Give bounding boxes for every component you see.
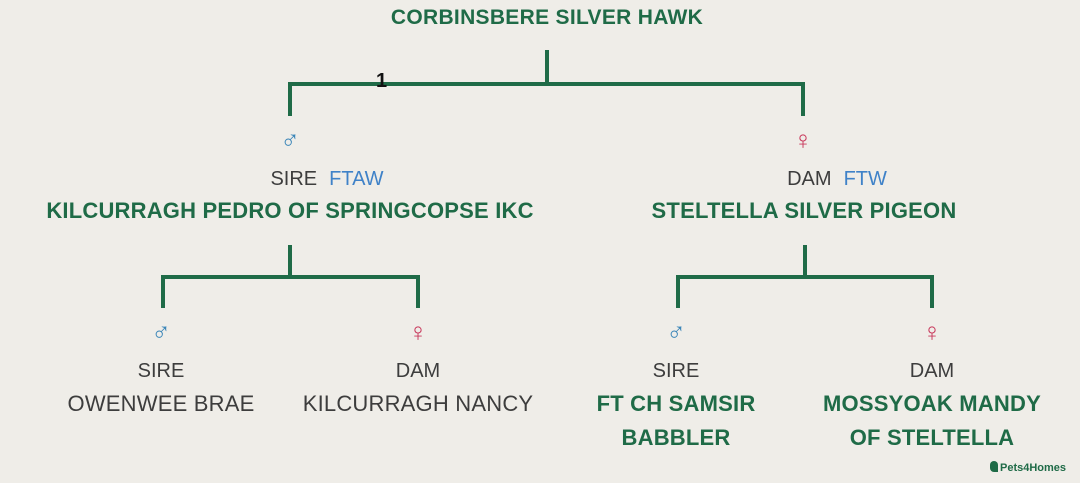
- dam-sire-role-label: SIRE: [652, 360, 700, 382]
- sire-sire-name: OWENWEE BRAE: [67, 391, 255, 416]
- female-symbol-icon: ♀: [793, 125, 813, 155]
- sire-dam-role-label: DAM: [395, 360, 441, 382]
- male-symbol-icon: ♂: [280, 125, 300, 155]
- sire-dam-name: KILCURRAGH NANCY: [302, 391, 534, 416]
- annotation-marker: 1: [376, 70, 388, 92]
- sire-title-badge: FTAW: [329, 168, 384, 190]
- dam-sire-name-line2: BABBLER: [621, 425, 731, 450]
- dam-sire-name-line1: FT CH SAMSIR: [596, 391, 756, 416]
- pets4homes-logo: Pets4Homes: [990, 461, 1066, 474]
- male-symbol-icon: ♂: [666, 317, 686, 347]
- dam-title-badge: FTW: [843, 168, 887, 190]
- female-symbol-icon: ♀: [922, 317, 942, 347]
- dam-role-line: DAM FTW: [787, 168, 887, 191]
- dam-dam-name-line1: MOSSYOAK MANDY: [823, 391, 1041, 416]
- male-symbol-icon: ♂: [151, 317, 171, 347]
- female-symbol-icon: ♀: [408, 317, 428, 347]
- dam-dam-name-line2: OF STELTELLA: [849, 425, 1015, 450]
- sire-sire-role-label: SIRE: [137, 360, 185, 382]
- sire-role-line: SIRE FTAW: [270, 168, 383, 191]
- root-name: CORBINSBERE SILVER HAWK: [390, 6, 704, 29]
- leaf-icon: [990, 461, 998, 472]
- dam-role-label: DAM: [787, 168, 832, 190]
- dam-dam-role-label: DAM: [909, 360, 955, 382]
- sire-role-label: SIRE: [270, 168, 318, 190]
- dam-dam-name: MOSSYOAK MANDY OF STELTELLA: [823, 387, 1041, 455]
- logo-text: Pets4Homes: [1000, 462, 1067, 474]
- dam-sire-name: FT CH SAMSIR BABBLER: [597, 387, 756, 455]
- dam-name: STELTELLA SILVER PIGEON: [651, 198, 957, 223]
- sire-name: KILCURRAGH PEDRO OF SPRINGCOPSE IKC: [46, 198, 534, 223]
